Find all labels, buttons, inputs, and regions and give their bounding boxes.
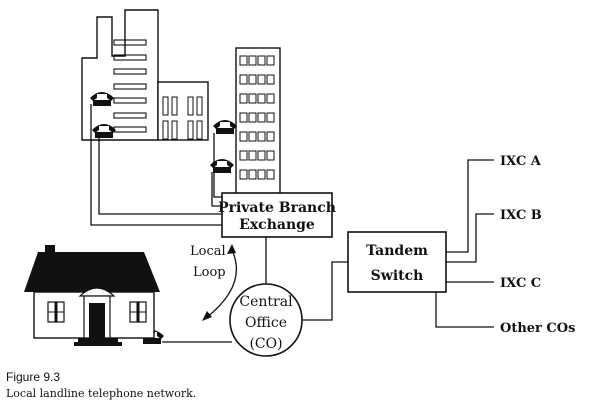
tandem-label-line1: Tandem bbox=[366, 243, 428, 259]
trunk-lines bbox=[435, 159, 494, 328]
tandem-label-line2: Switch bbox=[371, 268, 424, 284]
building-window bbox=[239, 74, 248, 85]
co-label-line2: Office bbox=[245, 315, 287, 331]
building-window bbox=[266, 93, 275, 104]
building-window bbox=[239, 93, 248, 104]
office-building-left bbox=[81, 9, 159, 141]
co-label-line1: Central bbox=[239, 294, 293, 310]
building-window bbox=[266, 131, 275, 142]
co-label-line3: (CO) bbox=[249, 336, 282, 352]
building-window bbox=[248, 55, 257, 66]
building-window bbox=[248, 74, 257, 85]
building-window bbox=[239, 55, 248, 66]
building-window bbox=[257, 131, 266, 142]
other-cos-label: Other COs bbox=[500, 321, 575, 336]
building-window bbox=[248, 112, 257, 123]
office-building-middle bbox=[157, 81, 209, 141]
building-window bbox=[257, 169, 266, 180]
building-window bbox=[239, 150, 248, 161]
figure-label: Figure 9.3 bbox=[6, 370, 60, 384]
building-window bbox=[257, 112, 266, 123]
building-window bbox=[266, 112, 275, 123]
telephone-icon bbox=[210, 159, 234, 173]
building-window bbox=[257, 150, 266, 161]
building-window bbox=[257, 55, 266, 66]
ixc-c-label: IXC C bbox=[500, 276, 541, 291]
office-building-right bbox=[235, 47, 281, 201]
building-window bbox=[239, 169, 248, 180]
pbx-label-line1: Private Branch bbox=[218, 200, 336, 216]
building-window bbox=[266, 150, 275, 161]
telephone-icon bbox=[213, 120, 237, 134]
central-office-node: Central Office (CO) bbox=[229, 283, 303, 357]
pbx-phone-lines bbox=[90, 104, 222, 226]
building-window bbox=[266, 55, 275, 66]
building-window bbox=[248, 150, 257, 161]
figure-caption: Local landline telephone network. bbox=[6, 387, 196, 400]
ixc-a-label: IXC A bbox=[500, 154, 542, 169]
ixc-b-label: IXC B bbox=[500, 208, 542, 223]
local-loop-label-line2: Loop bbox=[193, 265, 226, 280]
local-loop-label-line1: Local bbox=[190, 244, 226, 259]
building-window bbox=[239, 112, 248, 123]
building-window bbox=[257, 93, 266, 104]
building-window bbox=[239, 131, 248, 142]
pbx-label-line2: Exchange bbox=[239, 217, 315, 233]
house-icon bbox=[24, 245, 160, 346]
building-window bbox=[248, 93, 257, 104]
telephone-icon bbox=[92, 124, 116, 138]
building-window bbox=[248, 169, 257, 180]
building-window bbox=[257, 74, 266, 85]
tandem-switch-box: Tandem Switch bbox=[347, 231, 447, 293]
building-window bbox=[248, 131, 257, 142]
building-window bbox=[266, 169, 275, 180]
co-to-tandem-line bbox=[302, 261, 348, 321]
pbx-box: Private Branch Exchange bbox=[218, 192, 336, 238]
telephone-icon bbox=[90, 92, 114, 106]
local-loop-arrow bbox=[202, 244, 238, 321]
building-window bbox=[266, 74, 275, 85]
